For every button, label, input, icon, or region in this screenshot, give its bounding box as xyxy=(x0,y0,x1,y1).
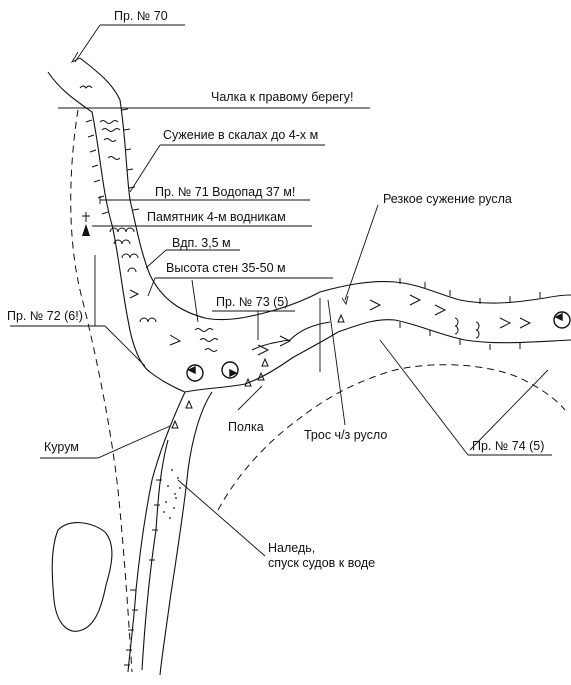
river-bank-lower-right xyxy=(184,331,339,393)
label-pr72: Пр. № 72 (6!) xyxy=(7,309,83,323)
rock-icon xyxy=(79,85,480,339)
label-pr71: Пр. № 71 Водопад 37 м! xyxy=(155,185,296,199)
river-bank-right xyxy=(79,57,321,321)
label-pr70: Пр. № 70 xyxy=(114,9,168,23)
whirlpool-icon xyxy=(186,311,571,382)
east-bank-north xyxy=(319,281,571,304)
label-vdp: Вдп. 3,5 м xyxy=(172,236,231,250)
south-branch-right xyxy=(159,391,213,676)
label-suzhenie-skaly: Сужение в скалах до 4-х м xyxy=(163,128,319,142)
chevron-icon xyxy=(129,289,532,356)
river-bank-left xyxy=(47,71,151,373)
label-vysota: Высота стен 35-50 м xyxy=(166,261,286,275)
lake xyxy=(51,522,113,632)
stone-icon xyxy=(171,313,345,429)
label-naled-line2: спуск судов к воде xyxy=(268,556,376,570)
label-naled-line1: Наледь, xyxy=(268,541,316,555)
label-kurum: Курум xyxy=(44,440,79,454)
label-pr73: Пр. № 73 (5) xyxy=(216,295,289,309)
monument-icon xyxy=(82,212,90,236)
label-rezkoe: Резкое сужение русла xyxy=(383,192,512,206)
label-pamyatnik: Памятник 4-м водникам xyxy=(147,210,286,224)
river-bank-lower-left xyxy=(127,371,186,673)
label-tros: Трос ч/з русло xyxy=(304,428,388,442)
label-pr74: Пр. № 74 (5) xyxy=(472,439,545,453)
east-bank-south xyxy=(337,319,571,344)
south-branch-left xyxy=(141,439,169,671)
ice-field xyxy=(163,469,181,519)
label-chalka: Чалка к правому берегу! xyxy=(211,90,354,104)
valley-edge-west xyxy=(70,109,133,673)
valley-edge-south xyxy=(217,364,566,511)
label-polka: Полка xyxy=(228,420,264,434)
rapids-icon xyxy=(99,120,219,352)
